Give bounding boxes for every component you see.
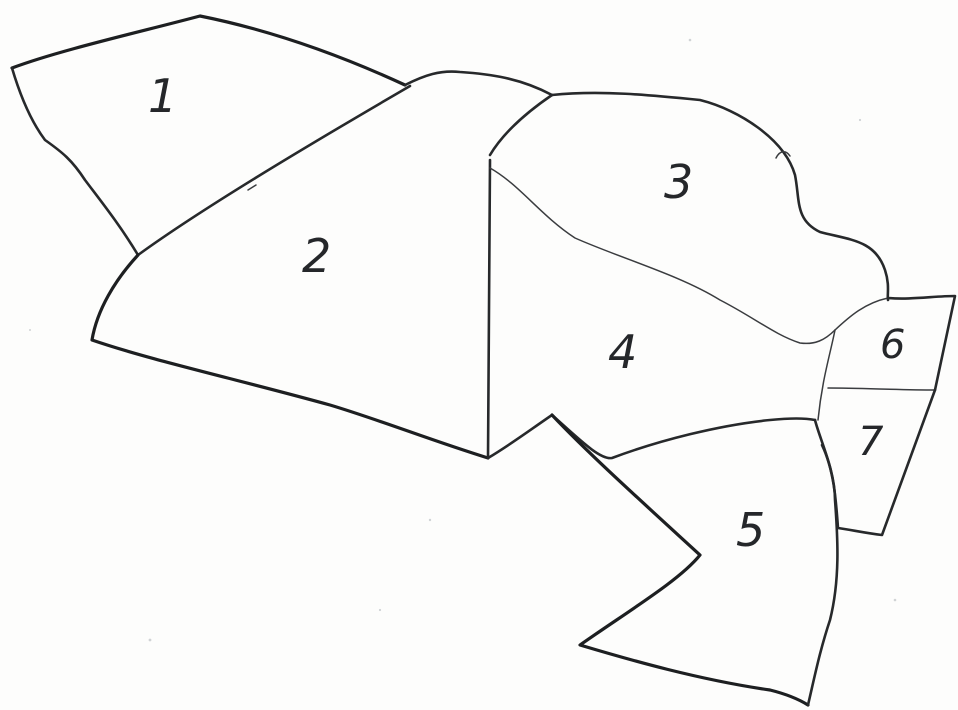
region-6-label: 6 [880, 322, 905, 368]
region-1-left-edge [12, 68, 138, 255]
border-1-2 [138, 86, 410, 255]
region-1-outline [12, 16, 405, 85]
region-4-bottom [488, 415, 815, 458]
region-5-outline [552, 415, 808, 705]
border-2-4 [488, 160, 490, 458]
region-3-label: 3 [664, 155, 693, 209]
region-7-label: 7 [858, 419, 884, 465]
paper-texture [29, 39, 896, 642]
region-3-outline [552, 93, 888, 300]
border-4-7 [818, 330, 835, 420]
sketch-tick-a [248, 185, 256, 190]
region-5-right-edge [808, 420, 837, 705]
region-2-top-edge [405, 72, 552, 95]
region-2-outline [92, 255, 488, 458]
region-1-label: 1 [148, 69, 177, 123]
region-5-label: 5 [736, 503, 765, 557]
region-2-label: 2 [302, 229, 331, 283]
region-4-label: 4 [608, 325, 637, 379]
border-3-4 [490, 168, 835, 343]
border-6-7 [828, 388, 935, 390]
border-2-3 [490, 95, 552, 155]
